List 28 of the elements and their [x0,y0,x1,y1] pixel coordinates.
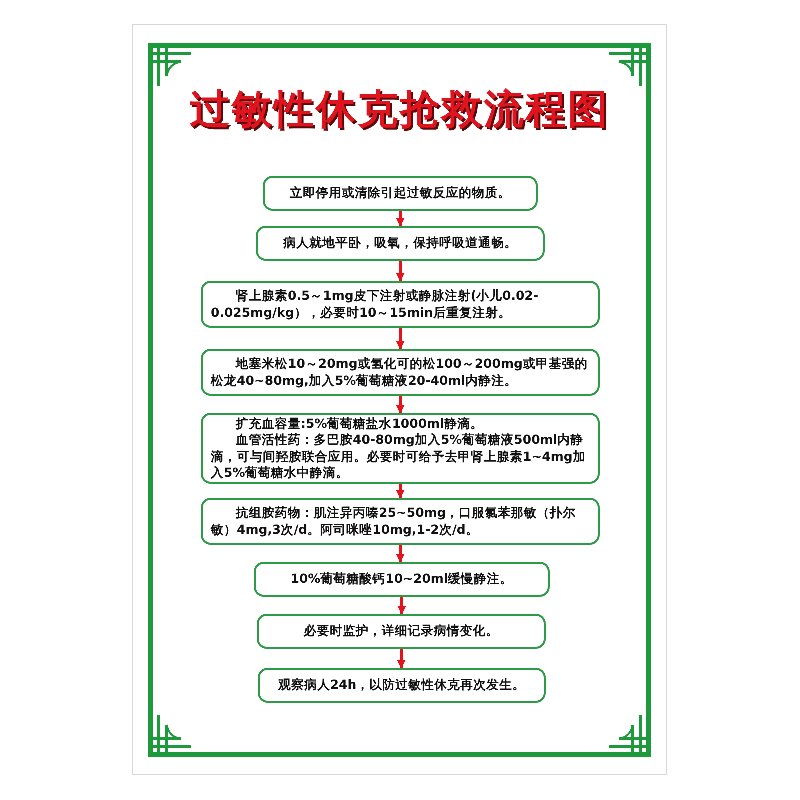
arrow [397,649,406,669]
step-text: 立即停用或清除引起过敏反应的物质。 [289,185,512,202]
step-box [258,668,546,703]
step-text: 必要时监护，详细记录病情变化。 [302,623,500,640]
arrow [396,484,405,499]
step-text: 抗组胺药物：肌注异丙嗪25~50mg，口服氯苯那敏（扑尔敏）4mg,3次/d。阿司咪唑10mg,1-2次/d。 [211,505,578,538]
poster-title: 过敏性休克抢救流程图 [189,88,611,132]
arrow [396,261,405,282]
step-text: 观察病人24h，以防过敏性休克再次发生。 [277,677,527,694]
step-box [201,349,600,396]
arrow [396,396,405,414]
arrow [396,211,405,227]
step-text: 地塞米松10～20mg或氢化可的松100～200mg或甲基强的松龙40~80mg,加入5%葡萄糖液20-40ml内静注。 [211,356,589,389]
step-text: 血管活性药：多巴胺40-80mg加入5%葡萄糖液500ml内静滴，可与间羟胺联合应用。必要时可给予去甲肾上腺素1~4mg加入5%葡萄糖水中静滴。 [211,432,587,481]
step-box [201,413,600,484]
step-box [257,614,546,649]
arrow [396,545,405,563]
step-box [263,176,538,211]
step-box [256,226,545,261]
step-box [201,281,600,328]
step-text: 肾上腺素0.5～1mg皮下注射或静脉注射(小儿0.02-0.025mg/kg），必要时10～15min后重复注射。 [211,288,540,321]
step-text: 病人就地平卧，吸氧，保持呼吸道通畅。 [282,235,518,252]
step-text: 10%葡萄糖酸钙10~20ml缓慢静注。 [290,571,514,588]
arrow [398,597,406,615]
step-box [201,498,600,545]
step-text: 扩充血容量:5%葡萄糖盐水1000ml静滴。 [234,416,484,432]
arrow [396,328,405,350]
step-box [254,562,550,597]
